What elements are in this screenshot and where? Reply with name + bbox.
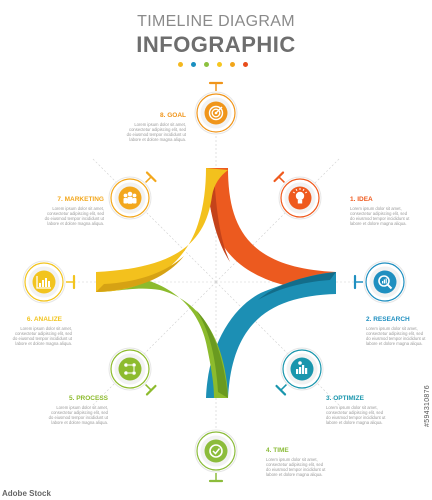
- step-node: [275, 347, 324, 396]
- diagram-title: TIMELINE DIAGRAM: [137, 13, 295, 30]
- step-color-ring: [280, 178, 320, 218]
- step-label: 5. PROCESS: [68, 395, 108, 402]
- step-label: 2. RESEARCH: [366, 316, 410, 323]
- step-color-ring: [24, 262, 64, 302]
- step-color-ring: [196, 431, 236, 471]
- step-icon-disc: [118, 357, 142, 381]
- petal-top-left: [96, 168, 228, 292]
- step-color-ring: [282, 349, 322, 389]
- step-label: 8. GOAL: [159, 112, 186, 119]
- step-label: 7. MARKETING: [57, 196, 104, 203]
- step-description: Lorem ipsum dolor sit amet, consectetur …: [126, 122, 186, 142]
- step-color-ring: [196, 93, 236, 133]
- step-stem: [145, 384, 152, 391]
- petal-top-right: [206, 168, 336, 292]
- step-description: Lorem ipsum dolor sit amet, consectetur …: [266, 457, 326, 477]
- guide-line: [92, 158, 217, 283]
- step-description: Lorem ipsum dolor sit amet, consectetur …: [326, 405, 386, 425]
- petal-bottom-right-shade: [258, 272, 336, 300]
- step-description: Lorem ipsum dolor sit amet, consectetur …: [12, 326, 72, 346]
- diagram-subtitle: INFOGRAPHIC: [136, 32, 296, 57]
- optimize-chart-icon: [296, 361, 308, 374]
- step-node: [22, 260, 76, 304]
- header-dot: [230, 62, 235, 67]
- step-nodes: [22, 81, 407, 483]
- step-node: [194, 81, 238, 135]
- header-dot: [204, 62, 209, 67]
- target-icon: [208, 105, 224, 121]
- step-stem: [278, 176, 285, 183]
- stock-brand: Adobe Stock: [2, 489, 51, 498]
- petal-top-left-shade: [96, 256, 184, 292]
- stock-id: #594310876: [424, 385, 431, 427]
- step-description: Lorem ipsum dolor sit amet, consectetur …: [44, 206, 104, 226]
- step-description: Lorem ipsum dolor sit amet, consectetur …: [350, 206, 410, 226]
- process-flow-icon: [124, 363, 136, 375]
- header-dot: [243, 62, 248, 67]
- step-connector: [145, 171, 157, 183]
- guide-line: [92, 281, 217, 406]
- guide-line: [215, 281, 340, 406]
- petals: [96, 168, 336, 398]
- step-connector: [273, 171, 285, 183]
- step-label: 3. OPTIMIZE: [326, 395, 364, 402]
- step-label: 4. TIME: [266, 447, 289, 454]
- step-node: [353, 260, 407, 304]
- step-description: Lorem ipsum dolor sit amet, consectetur …: [48, 405, 108, 425]
- analyze-bars-icon: [36, 276, 51, 289]
- step-description: Lorem ipsum dolor sit amet, consectetur …: [366, 326, 426, 346]
- step-node: [108, 171, 157, 220]
- step-node: [194, 429, 238, 483]
- team-icon: [123, 191, 137, 204]
- header-dot: [191, 62, 196, 67]
- step-connector: [145, 384, 157, 396]
- step-node: [108, 347, 157, 396]
- color-dots: [176, 62, 256, 68]
- petal-bottom-left-shade: [196, 310, 228, 398]
- step-stem: [145, 176, 152, 183]
- guide-line: [215, 158, 340, 283]
- header-dot: [217, 62, 222, 67]
- magnifier-chart-icon: [378, 275, 393, 290]
- lightbulb-icon: [292, 188, 308, 204]
- step-label: 6. ANALIZE: [26, 316, 62, 323]
- step-icon-disc: [204, 439, 228, 463]
- step-node: [273, 171, 322, 220]
- step-color-ring: [110, 349, 150, 389]
- step-color-ring: [110, 178, 150, 218]
- step-color-ring: [365, 262, 405, 302]
- header-dot: [178, 62, 183, 67]
- clock-icon: [209, 444, 223, 458]
- step-stem: [280, 384, 287, 391]
- step-connector: [275, 384, 287, 396]
- step-label: 1. IDEA: [350, 196, 373, 203]
